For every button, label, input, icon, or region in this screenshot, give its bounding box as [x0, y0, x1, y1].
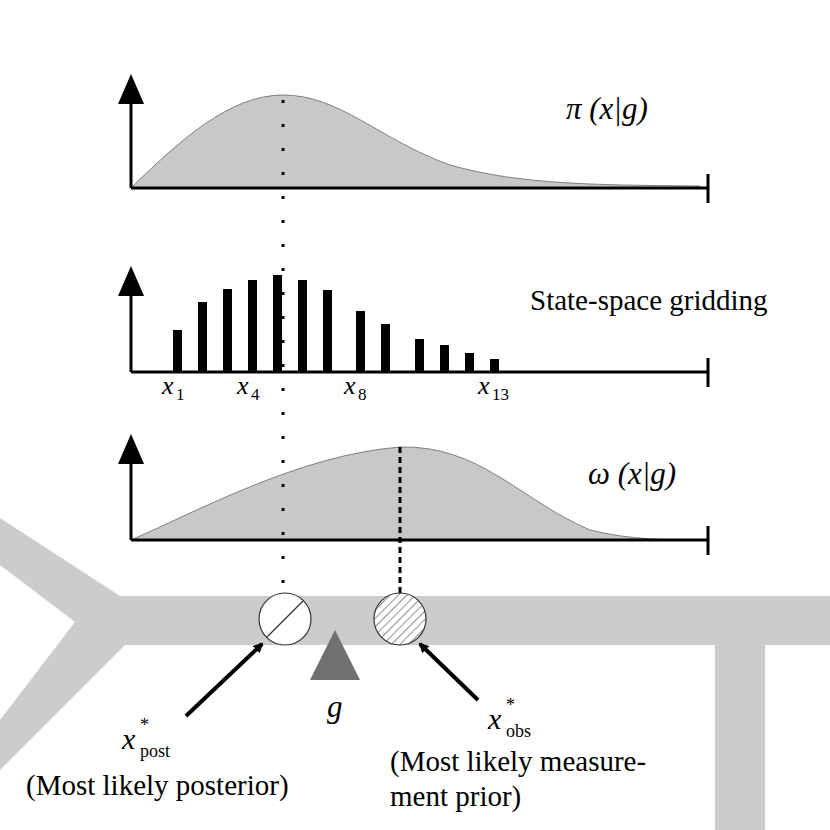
grid-index: 13	[492, 386, 509, 405]
measurement-curve	[131, 447, 700, 540]
vehicle-triangle	[310, 630, 360, 680]
plot-title: State-space gridding	[530, 285, 768, 317]
grid-symbol: x	[237, 372, 249, 401]
point-subscript: post	[140, 742, 170, 762]
grid-symbol: x	[162, 372, 174, 401]
dashed-guide	[399, 447, 402, 618]
point-symbol: x	[488, 702, 501, 735]
dotted-guide	[282, 100, 285, 592]
curve-label: π (x|g)	[566, 92, 648, 126]
leader-arrow	[420, 644, 478, 700]
point-superscript: *	[506, 696, 515, 716]
grid-symbol: x	[344, 372, 356, 401]
vehicle-label: g	[327, 690, 343, 724]
grid-index: 4	[251, 386, 260, 405]
grid-index: 8	[358, 386, 367, 405]
grid-bars	[173, 275, 499, 372]
curve-label: ω (x|g)	[588, 457, 676, 491]
point-caption: (Most likely measure- ment prior)	[390, 744, 710, 814]
leader-arrow	[186, 644, 262, 716]
point-superscript: *	[140, 716, 149, 736]
point-subscript: obs	[506, 722, 531, 742]
point-caption: (Most likely posterior)	[26, 770, 289, 802]
observation-point	[374, 593, 426, 645]
point-symbol: x	[122, 722, 135, 755]
posterior-point	[259, 593, 311, 645]
grid-index: 1	[176, 386, 185, 405]
grid-symbol: x	[478, 372, 490, 401]
road	[0, 518, 830, 830]
